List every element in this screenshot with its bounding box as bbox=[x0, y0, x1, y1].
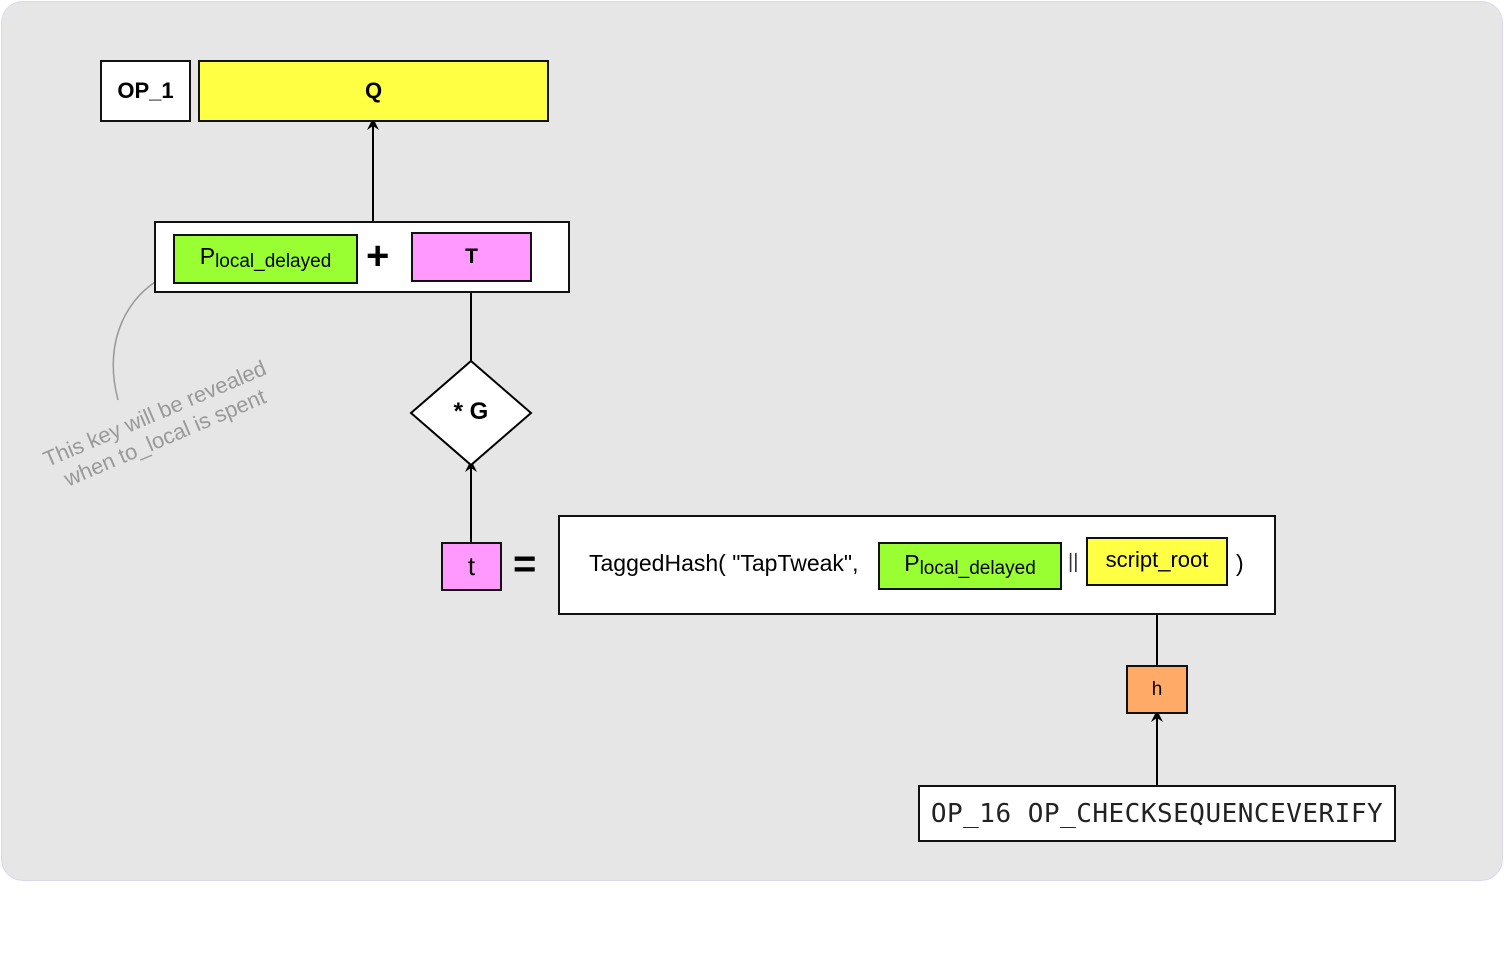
script-root-label: script_root bbox=[1105, 546, 1209, 572]
mult-g-diamond bbox=[409, 359, 533, 467]
op1-box: OP_1 bbox=[100, 60, 191, 122]
key-main-letter: P bbox=[199, 242, 216, 269]
script-box: OP_16 OP_CHECKSEQUENCEVERIFY bbox=[918, 785, 1396, 842]
t-lower-box: t bbox=[441, 542, 502, 591]
q-label: Q bbox=[364, 78, 383, 103]
t-lower-label: t bbox=[467, 551, 476, 581]
mult-g-label: * G bbox=[453, 398, 489, 425]
diagram-canvas bbox=[1, 1, 1503, 881]
tagged-hash-prefix: TaggedHash( "TapTweak", bbox=[589, 550, 859, 576]
t-upper-box: T bbox=[411, 232, 532, 282]
script-label: OP_16 OP_CHECKSEQUENCEVERIFY bbox=[930, 798, 1384, 829]
q-box: Q bbox=[198, 60, 549, 122]
key-subscript-hash: local_delayed bbox=[919, 558, 1036, 579]
h-label: h bbox=[1151, 678, 1163, 700]
key-subscript: local_delayed bbox=[215, 251, 332, 272]
op1-label: OP_1 bbox=[117, 78, 174, 103]
plus-sign: + bbox=[366, 234, 390, 278]
script-root-box: script_root bbox=[1086, 537, 1228, 586]
t-upper-label: T bbox=[465, 245, 478, 268]
equals-sign: = bbox=[513, 542, 537, 586]
concat-operator: || bbox=[1068, 551, 1079, 573]
key-main-letter-hash: P bbox=[904, 549, 920, 576]
h-box: h bbox=[1126, 665, 1188, 714]
close-paren: ) bbox=[1236, 550, 1244, 576]
